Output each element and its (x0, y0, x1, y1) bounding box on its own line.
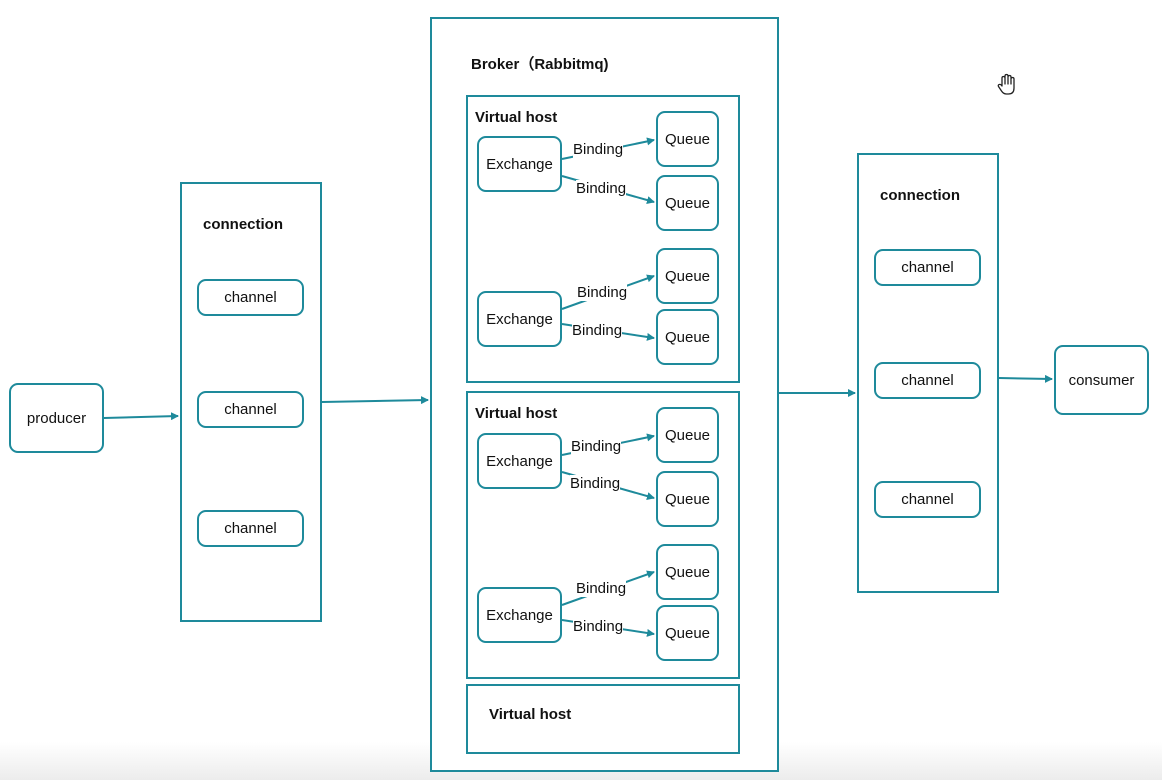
channel-label: channel (224, 520, 277, 537)
queue-node: Queue (656, 309, 719, 365)
consumer-label: consumer (1068, 371, 1135, 389)
producer-channel: channel (197, 510, 304, 547)
binding-label: Binding (573, 141, 624, 158)
channel-label: channel (901, 491, 954, 508)
channel-label: channel (224, 401, 277, 418)
producer-channel: channel (197, 279, 304, 316)
exchange-label: Exchange (486, 310, 553, 328)
queue-label: Queue (664, 624, 711, 642)
virtual-host-title: Virtual host (475, 405, 558, 422)
queue-node: Queue (656, 248, 719, 304)
producer-to-connection-arrow (103, 412, 179, 421)
consumer-channel: channel (874, 481, 981, 518)
channel-label: channel (901, 259, 954, 276)
consumer-channel: channel (874, 362, 981, 399)
consumer-channel: channel (874, 249, 981, 286)
binding-label: Binding (572, 322, 623, 339)
hand-pointer-icon (997, 73, 1015, 95)
queue-node: Queue (656, 544, 719, 600)
binding-label: Binding (573, 618, 624, 635)
virtual-host-title: Virtual host (475, 109, 558, 126)
queue-label: Queue (664, 328, 711, 346)
virtual-host (466, 684, 740, 754)
consumer-node: consumer (1054, 345, 1149, 415)
exchange-node: Exchange (477, 291, 562, 347)
queue-node: Queue (656, 111, 719, 167)
queue-label: Queue (664, 130, 711, 148)
binding-label: Binding (571, 438, 622, 455)
queue-label: Queue (664, 563, 711, 581)
exchange-node: Exchange (477, 587, 562, 643)
producer-label: producer (26, 409, 87, 427)
channel-label: channel (901, 372, 954, 389)
queue-node: Queue (656, 605, 719, 661)
queue-node: Queue (656, 471, 719, 527)
binding-label: Binding (577, 284, 628, 301)
queue-label: Queue (664, 194, 711, 212)
channel-label: channel (224, 289, 277, 306)
binding-label: Binding (570, 475, 621, 492)
producer-channel: channel (197, 391, 304, 428)
queue-label: Queue (664, 490, 711, 508)
producer-connection-title: connection (203, 216, 284, 233)
queue-node: Queue (656, 407, 719, 463)
connection-to-consumer-arrow (998, 374, 1053, 383)
virtual-host-title: Virtual host (489, 706, 572, 723)
exchange-node: Exchange (477, 433, 562, 489)
queue-label: Queue (664, 426, 711, 444)
producer-node: producer (9, 383, 104, 453)
exchange-label: Exchange (486, 452, 553, 470)
consumer-connection-title: connection (880, 187, 961, 204)
connection-to-broker-arrow (321, 396, 429, 405)
queue-label: Queue (664, 267, 711, 285)
exchange-label: Exchange (486, 606, 553, 624)
broker-title: Broker（Rabbitmq) (471, 56, 609, 73)
queue-node: Queue (656, 175, 719, 231)
exchange-node: Exchange (477, 136, 562, 192)
binding-label: Binding (576, 180, 627, 197)
binding-label: Binding (576, 580, 627, 597)
exchange-label: Exchange (486, 155, 553, 173)
